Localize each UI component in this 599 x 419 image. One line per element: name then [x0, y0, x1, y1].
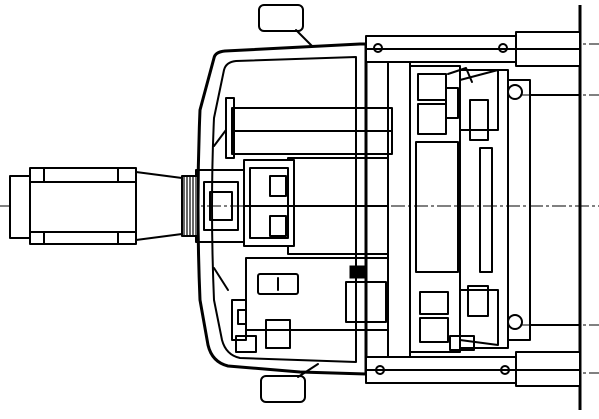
- bolt-icon: [498, 43, 508, 53]
- lower-panel: [231, 257, 389, 353]
- bolt-icon: [500, 365, 510, 375]
- pivot-icon: [507, 84, 523, 100]
- lower-component-cluster: [419, 291, 475, 351]
- engine-hood: [225, 97, 393, 159]
- turntable-assembly: [195, 159, 295, 247]
- side-details: [213, 129, 291, 349]
- upper-beam: [365, 31, 581, 67]
- boom-pivot-hatch: [181, 175, 199, 237]
- body-inner-outline: [211, 56, 357, 363]
- boom-arm: [9, 167, 183, 245]
- lower-beam: [365, 351, 581, 387]
- bolt-icon: [373, 43, 383, 53]
- upper-component-cluster: [417, 67, 473, 135]
- rear-frame: [387, 61, 581, 358]
- fuel-cap-icon: [349, 265, 365, 279]
- front-wheel-top: [258, 4, 313, 47]
- front-wheel-bottom: [260, 363, 319, 403]
- cab-block: [287, 157, 389, 255]
- pivot-icon: [507, 314, 523, 330]
- bolt-icon: [375, 365, 385, 375]
